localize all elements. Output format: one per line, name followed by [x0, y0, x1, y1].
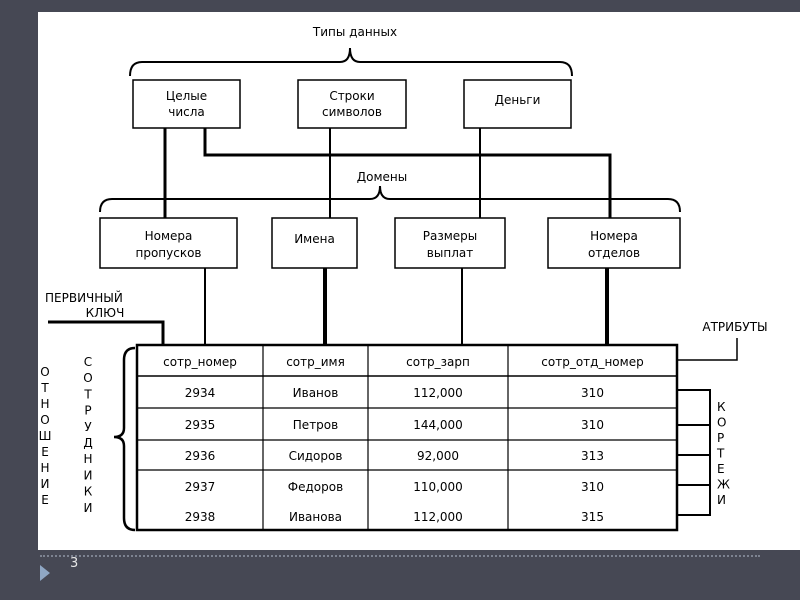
relation-name-letter: С: [84, 355, 92, 369]
relation-label-letter: Н: [40, 397, 49, 411]
tuples-label-letter: О: [717, 416, 726, 430]
table-cell: 313: [581, 449, 604, 463]
table-header-cell: сотр_номер: [163, 355, 237, 369]
domains-brace: [99, 185, 681, 213]
table-cell: 112,000: [413, 386, 463, 400]
data-type-box: [132, 79, 241, 129]
relation-label-letter: Е: [41, 445, 49, 459]
domain-label: отделов: [588, 246, 640, 260]
table-cell: Федоров: [288, 480, 343, 494]
bullet-triangle-icon: [40, 565, 50, 581]
table-cell: 92,000: [417, 449, 459, 463]
relation-label-letter: О: [40, 413, 49, 427]
domain-label: Номера: [590, 229, 638, 243]
tuples-label-letter: Р: [717, 431, 724, 445]
primary-key-pointer: [48, 320, 165, 346]
primary-key-label: КЛЮЧ: [86, 306, 125, 320]
table-cell: 2934: [185, 386, 216, 400]
domain-label: пропусков: [135, 246, 201, 260]
attributes-pointer: [677, 338, 738, 361]
table-header-cell: сотр_зарп: [406, 355, 470, 369]
table-cell: 310: [581, 480, 604, 494]
relation-brace: [113, 346, 136, 532]
table-cell: 112,000: [413, 510, 463, 524]
table-cell: 2938: [185, 510, 216, 524]
relation-name-letter: К: [84, 485, 93, 499]
relation-label-letter: Е: [41, 493, 49, 507]
domain-label: Размеры: [423, 229, 478, 243]
tuple-bracket: [677, 484, 711, 516]
table-cell: 2936: [185, 449, 216, 463]
table-cell: 110,000: [413, 480, 463, 494]
data-type-box: [463, 79, 572, 129]
data-types-label: Типы данных: [312, 25, 397, 39]
domain-box: [99, 217, 238, 269]
domain-box: [271, 217, 358, 269]
tuple-bracket: [677, 424, 711, 456]
connector-line: [203, 128, 612, 218]
table-cell: 315: [581, 510, 604, 524]
tuples-label-letter: Е: [717, 462, 725, 476]
footer-divider: [40, 555, 760, 557]
data-type-box: [297, 79, 407, 129]
data-type-label: числа: [168, 105, 205, 119]
domain-label: выплат: [427, 246, 473, 260]
domain-box: [547, 217, 681, 269]
table-cell: Сидоров: [289, 449, 343, 463]
table-cell: 2937: [185, 480, 216, 494]
table-header-cell: сотр_имя: [286, 355, 345, 369]
domain-box: [394, 217, 506, 269]
relation-label-letter: Н: [40, 461, 49, 475]
domain-label: Номера: [145, 229, 193, 243]
table-cell: Иванова: [289, 510, 342, 524]
table-cell: Петров: [293, 418, 338, 432]
attributes-label: АТРИБУТЫ: [702, 320, 767, 334]
relation-name-letter: У: [84, 420, 92, 434]
tuple-bracket: [677, 389, 711, 426]
relation-label-letter: О: [40, 365, 49, 379]
relation-name-letter: И: [84, 501, 93, 515]
tuples-label-letter: Т: [716, 447, 725, 461]
data-type-label: Деньги: [495, 93, 541, 107]
data-type-label: Строки: [329, 89, 374, 103]
relation-table: [135, 343, 679, 532]
tuples-label-letter: И: [717, 493, 726, 507]
data-type-label: Целые: [166, 89, 207, 103]
slide-number: 3: [70, 556, 79, 571]
domains-label: Домены: [357, 170, 407, 184]
table-cell: 310: [581, 418, 604, 432]
relation-label-letter: Ш: [39, 429, 52, 443]
relation-name-letter: Р: [84, 404, 91, 418]
tuples-label-letter: К: [717, 400, 726, 414]
table-cell: 2935: [185, 418, 216, 432]
tuples-label-letter: Ж: [717, 478, 730, 492]
table-cell: 310: [581, 386, 604, 400]
tuple-bracket: [677, 454, 711, 486]
relation-label-letter: Т: [40, 381, 49, 395]
relation-name-letter: И: [84, 468, 93, 482]
table-cell: 144,000: [413, 418, 463, 432]
data-types-brace: [129, 47, 573, 77]
primary-key-label: ПЕРВИЧНЫЙ: [45, 290, 123, 305]
relation-label-letter: И: [41, 477, 50, 491]
table-header-cell: сотр_отд_номер: [541, 355, 643, 369]
relation-name-letter: О: [83, 371, 92, 385]
relation-name-letter: Т: [83, 387, 92, 401]
table-cell: Иванов: [293, 386, 339, 400]
data-type-label: символов: [322, 105, 382, 119]
relation-name-letter: Д: [83, 436, 92, 450]
relation-name-letter: Н: [83, 452, 92, 466]
domain-label: Имена: [294, 232, 335, 246]
